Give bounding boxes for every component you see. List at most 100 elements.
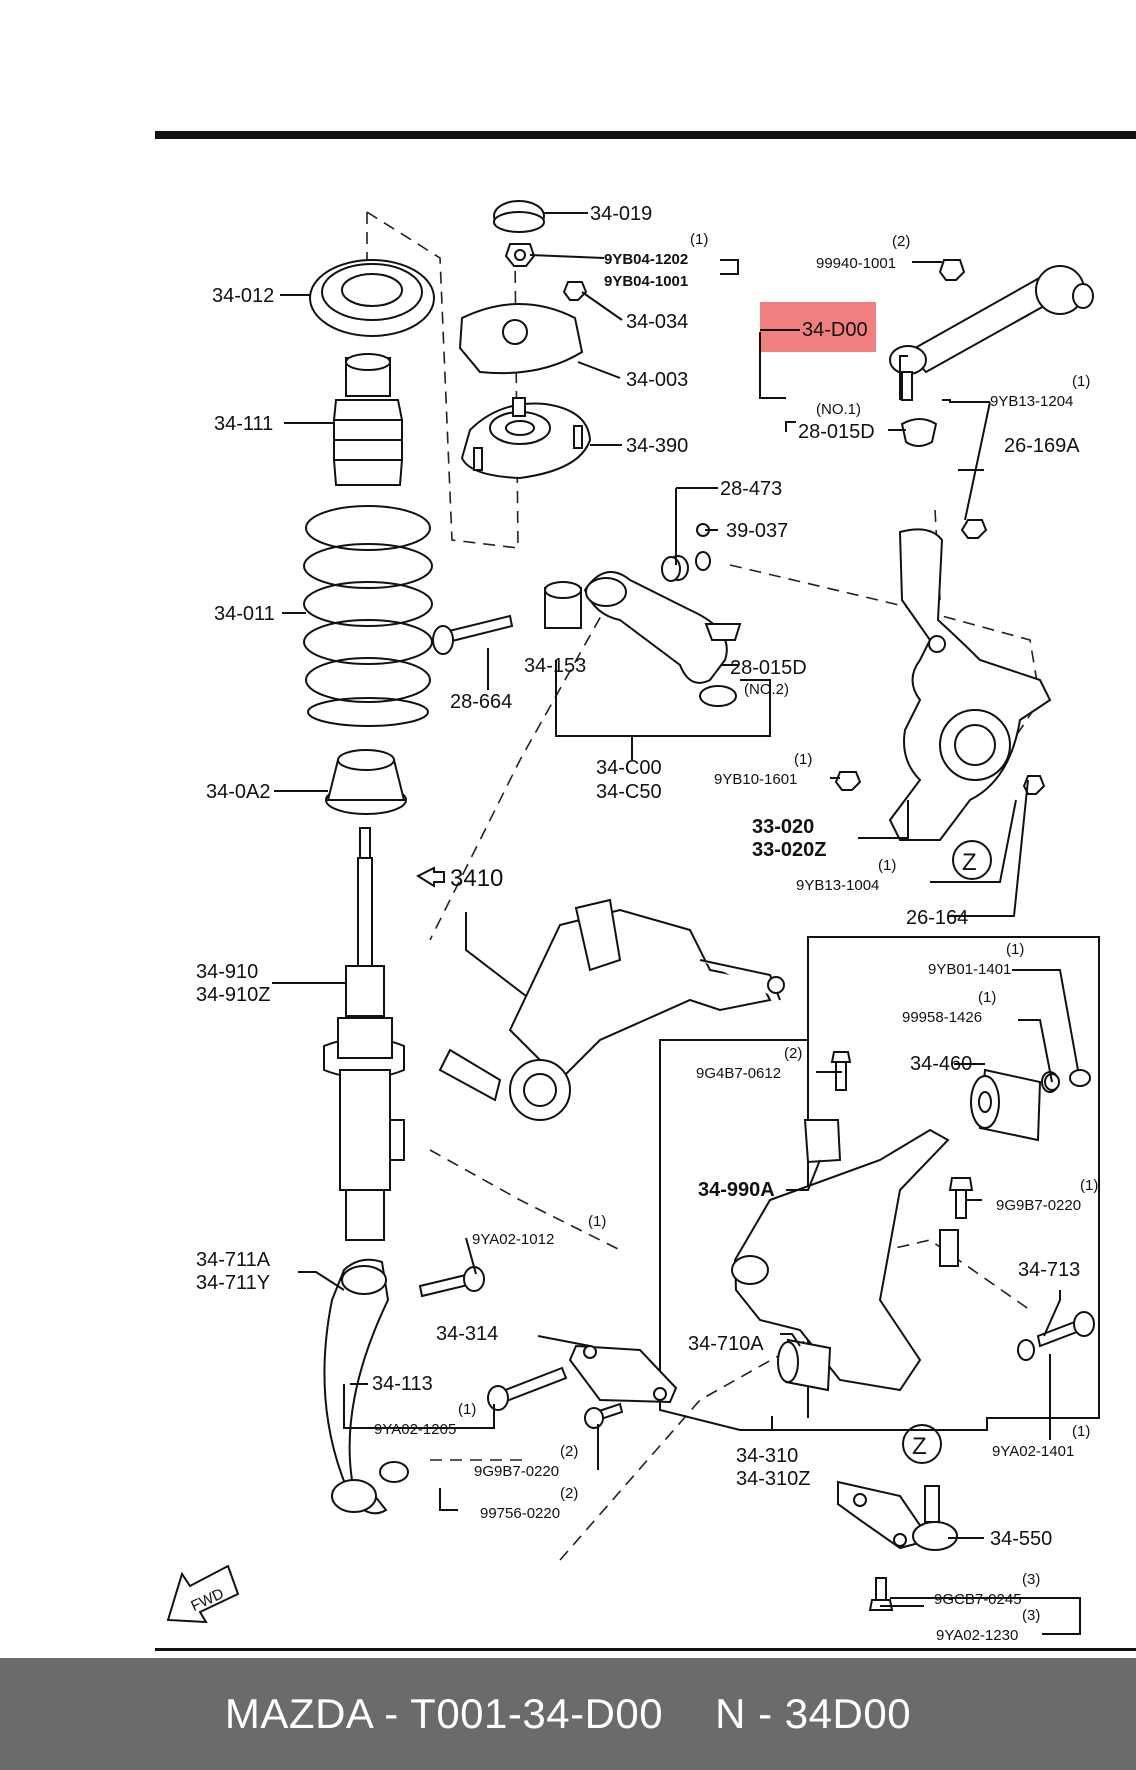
footer-caption: MAZDA - T001-34-D00 N - 34D00 [225,1690,911,1738]
bracket-part [803,1119,842,1164]
leader-lines [272,212,1081,1635]
footer-short-code: N - 34D00 [715,1690,912,1737]
insulator-part [325,749,407,815]
qty-1-j: (1) [1072,1423,1090,1440]
qty-1-f: (1) [978,989,996,1006]
dust-cap-part [493,200,545,233]
strut-mount-part [460,397,592,480]
qty-1-c: (1) [794,751,812,768]
small-nut-part [562,281,588,301]
qty-1-i: (1) [458,1401,476,1418]
label-28-473: 28-473 [720,478,782,500]
bolts-group [418,519,1095,1611]
footer-part-number: MAZDA - T001-34-D00 [224,1690,664,1737]
highlight-box [760,302,876,352]
qty-1-a: (1) [690,231,708,248]
label-9G9B7-0220-a: 9G9B7-0220 [996,1197,1081,1214]
label-34-310Z: 34-310Z [736,1468,811,1490]
steering-knuckle-part [888,528,1052,841]
lower-front-arm-part [323,1258,409,1515]
label-34-034: 34-034 [626,311,688,333]
qty-2-d: (2) [560,1485,578,1502]
label-34-C50: 34-C50 [596,781,662,803]
label-39-037: 39-037 [726,520,788,542]
label-99940-1001: 99940-1001 [816,255,896,272]
label-9YB04-1202: 9YB04-1202 [604,251,688,268]
qty-2-a: (2) [892,233,910,250]
label-28-015D-no1: 28-015D [798,421,875,443]
qty-1-e: (1) [1006,941,1024,958]
label-9YA02-1012: 9YA02-1012 [472,1231,554,1248]
label-9G4B7-0612: 9G4B7-0612 [696,1065,781,1082]
reference-arrow-icon [415,866,445,888]
nut-part [504,243,536,267]
label-99756-0220: 99756-0220 [480,1505,560,1522]
label-33-020: 33-020 [752,816,814,838]
label-34-713: 34-713 [1018,1259,1080,1281]
label-34-460: 34-460 [910,1053,972,1075]
label-26-169A: 26-169A [1004,435,1080,457]
lower-rear-arm-part [731,1128,959,1392]
bushing-part [970,1068,1091,1142]
qty-1-h: (1) [588,1213,606,1230]
label-no2: (NO.2) [744,681,789,698]
bolt-part [432,614,514,655]
lower-arm-assembly-part [438,898,785,1121]
label-33-020Z: 33-020Z [752,839,827,861]
label-34-153: 34-153 [524,655,586,677]
label-34-910: 34-910 [196,961,258,983]
suspension-exploded-diagram: Z Z FWD 34-019 34-012 (1) 9YB04-1202 9YB… [155,131,1136,1651]
label-34-390: 34-390 [626,435,688,457]
qty-3-a: (3) [1022,1571,1040,1588]
spring-seat-part [309,259,435,337]
fwd-arrow-icon [166,1564,240,1624]
bottom-border-line [155,1648,1136,1651]
label-34-910Z: 34-910Z [196,984,271,1006]
label-9YB04-1001: 9YB04-1001 [604,273,688,290]
label-34-003: 34-003 [626,369,688,391]
qty-2-c: (2) [560,1443,578,1460]
z-symbols [902,840,992,1464]
upper-arm-part [889,259,1094,401]
idler-arm-part [544,523,742,707]
qty-2-b: (2) [784,1045,802,1062]
mount-plate-part [458,303,584,375]
label-9YA02-1205: 9YA02-1205 [374,1421,456,1438]
qty-1-g: (1) [1080,1177,1098,1194]
label-34-012: 34-012 [212,285,274,307]
label-99958-1426: 99958-1426 [902,1009,982,1026]
label-34-111: 34-111 [214,413,273,435]
label-34-C00: 34-C00 [596,757,662,779]
label-28-015D-no2: 28-015D [730,657,807,679]
label-34-314: 34-314 [436,1323,498,1345]
top-border-line [155,131,1136,139]
label-9GCB7-0245: 9GCB7-0245 [934,1591,1022,1608]
label-34-0A2: 34-0A2 [206,781,271,803]
label-34-310: 34-310 [736,1445,798,1467]
ball-joint-part [837,1480,958,1551]
label-9YB10-1601: 9YB10-1601 [714,771,797,788]
label-9YB13-1004: 9YB13-1004 [796,877,879,894]
coil-spring-part [303,505,433,727]
bump-boot-part [332,353,404,486]
label-28-664: 28-664 [450,691,512,713]
fwd-label: FWD [188,1585,226,1615]
label-9YA02-1230: 9YA02-1230 [936,1627,1018,1644]
label-34-011: 34-011 [214,603,275,625]
label-9YB01-1401: 9YB01-1401 [928,961,1011,978]
label-9G9B7-0220-b: 9G9B7-0220 [474,1463,559,1480]
qty-1-d: (1) [878,857,896,874]
qty-3-b: (3) [1022,1607,1040,1624]
label-34-019: 34-019 [590,203,652,225]
shock-absorber-part [323,827,405,1241]
label-34-710A: 34-710A [688,1333,764,1355]
label-34-711Y: 34-711Y [196,1272,270,1294]
label-34-711A: 34-711A [196,1249,271,1271]
label-34-550: 34-550 [990,1528,1052,1550]
label-9YB13-1204: 9YB13-1204 [990,393,1073,410]
footer-bar: MAZDA - T001-34-D00 N - 34D00 [0,1658,1136,1770]
label-34-113: 34-113 [372,1373,433,1395]
link-plate-part [568,1344,678,1404]
label-9YA02-1401: 9YA02-1401 [992,1443,1074,1460]
label-34-D00: 34-D00 [802,319,868,341]
